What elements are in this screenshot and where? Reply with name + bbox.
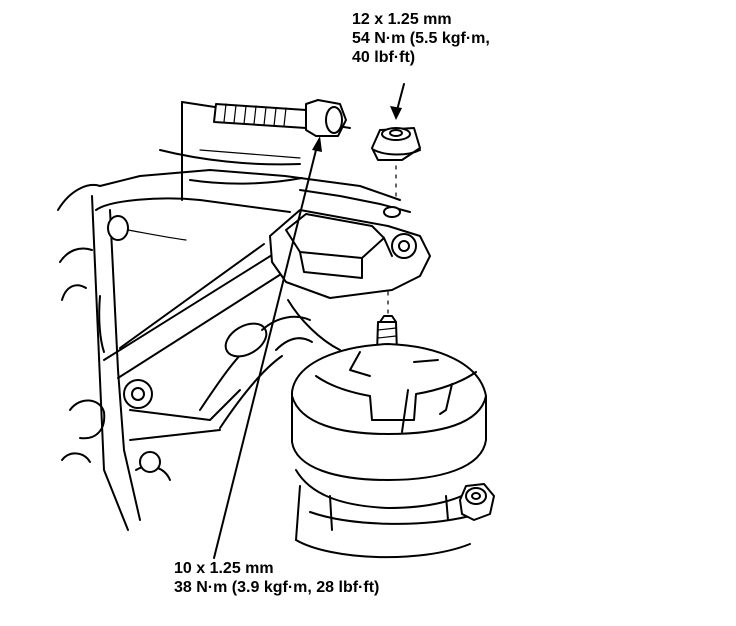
control-arm xyxy=(103,243,301,473)
alignment-lines xyxy=(387,165,397,317)
nut-torque-value: 54 N·m (5.5 kgf·m, xyxy=(352,30,490,47)
nut-torque-value-cont: 40 lbf·ft) xyxy=(352,49,416,66)
bolt-thread-size: 10 x 1.25 mm xyxy=(174,560,274,577)
nut-torque-callout: 12 x 1.25 mm 54 N·m (5.5 kgf·m, 40 lbf·f… xyxy=(352,10,490,67)
leader-lines xyxy=(213,83,405,559)
bolt-torque-callout: 10 x 1.25 mm 38 N·m (3.9 kgf·m, 28 lbf·f… xyxy=(174,559,379,597)
mount-bracket xyxy=(269,189,431,351)
bolt-torque-value: 38 N·m (3.9 kgf·m, 28 lbf·ft) xyxy=(174,579,380,596)
subframe xyxy=(57,169,401,531)
nut-thread-size: 12 x 1.25 mm xyxy=(352,11,452,28)
drive-shaft xyxy=(199,315,313,429)
flange-nut xyxy=(371,127,421,161)
bolt xyxy=(213,99,347,137)
mount-bolt-head xyxy=(459,483,495,521)
engine-mount xyxy=(291,343,487,559)
